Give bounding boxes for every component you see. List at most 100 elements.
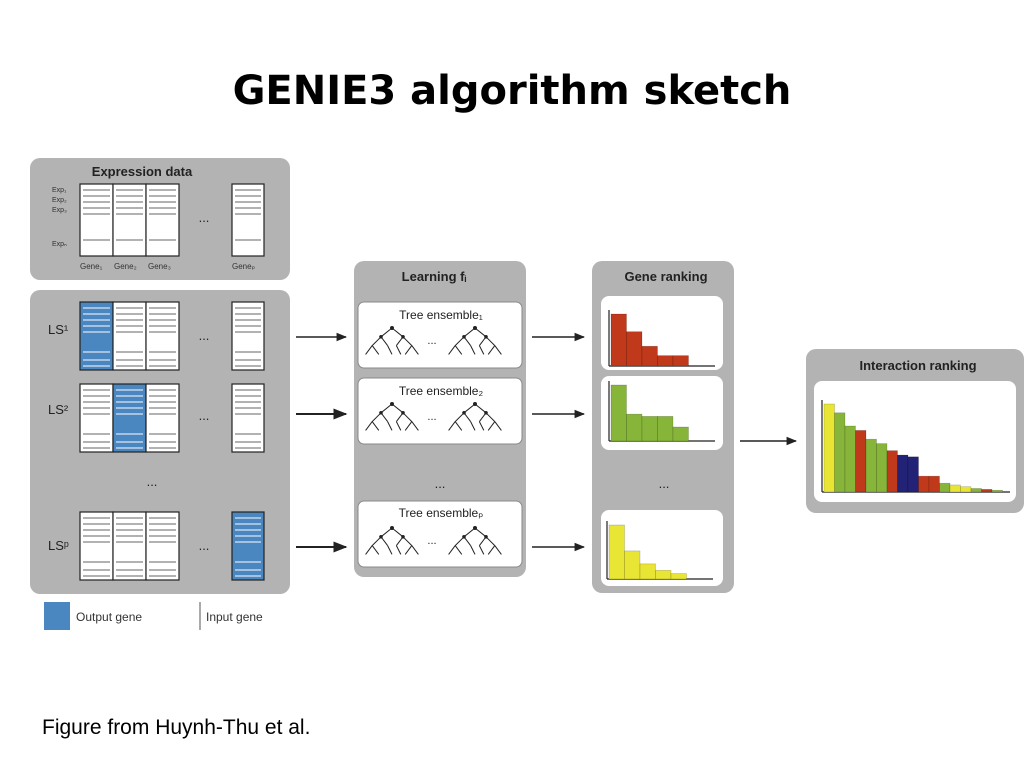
tree-branch bbox=[395, 421, 402, 431]
tree-branch bbox=[411, 345, 419, 355]
ls-inner-ellipsis-2: ... bbox=[199, 408, 210, 423]
col-label: Gene₂ bbox=[114, 262, 137, 271]
tree-ensembles bbox=[357, 301, 523, 568]
bar bbox=[939, 482, 951, 493]
tree-branch bbox=[402, 336, 413, 346]
tree-branch bbox=[395, 345, 402, 355]
tree-node bbox=[401, 535, 405, 539]
tree-branch bbox=[380, 336, 389, 346]
ls-matrices bbox=[79, 301, 265, 581]
tree-branch bbox=[494, 345, 502, 355]
bar bbox=[844, 425, 856, 493]
matrix-column bbox=[145, 301, 180, 371]
tree-branch bbox=[411, 421, 419, 431]
tree-branch bbox=[448, 545, 456, 555]
tree-branch bbox=[371, 421, 380, 431]
tree-branch bbox=[395, 412, 404, 422]
bar bbox=[641, 345, 658, 367]
col-label: Gene₁ bbox=[80, 262, 103, 271]
bar bbox=[960, 486, 972, 493]
ls-label-2: LS² bbox=[48, 402, 69, 417]
bar bbox=[897, 454, 909, 493]
expression-row-labels: Exp₁ Exp₂ Exp₃ Expₙ bbox=[52, 187, 67, 248]
tree-node bbox=[473, 326, 477, 330]
tree-node bbox=[484, 535, 488, 539]
tree-branch bbox=[387, 545, 393, 555]
learning-title: Learning fᵢ bbox=[402, 269, 467, 284]
expression-data-title: Expression data bbox=[92, 164, 193, 179]
ls-inner-ellipsis-1: ... bbox=[199, 328, 210, 343]
bar bbox=[626, 413, 643, 442]
bar bbox=[672, 426, 689, 442]
matrix-column bbox=[231, 383, 265, 453]
matrix-column bbox=[145, 511, 180, 581]
gene-ranking-panel: Gene ranking ... bbox=[592, 261, 734, 593]
tree-branch bbox=[448, 421, 456, 431]
tree-branch bbox=[454, 345, 463, 355]
bar bbox=[991, 489, 1003, 493]
tree-branch bbox=[470, 421, 476, 431]
ls-label-p: LSᵖ bbox=[48, 538, 69, 553]
tree-node bbox=[462, 335, 466, 339]
tree-branch bbox=[380, 536, 389, 546]
tree-branch bbox=[478, 421, 485, 431]
tree-branch bbox=[391, 527, 404, 538]
tree-node bbox=[390, 326, 394, 330]
tree-branch bbox=[371, 336, 382, 346]
tree-branch bbox=[395, 545, 402, 555]
tree-branch bbox=[365, 345, 373, 355]
tree-branch bbox=[474, 527, 487, 538]
matrix-column bbox=[112, 511, 147, 581]
tree-node bbox=[484, 411, 488, 415]
tree-branch bbox=[474, 327, 487, 338]
matrix-column bbox=[231, 301, 265, 371]
gene-ranking-title: Gene ranking bbox=[624, 269, 707, 284]
matrix-column bbox=[79, 511, 114, 581]
bar bbox=[918, 475, 930, 493]
tree-branch bbox=[365, 421, 373, 431]
ensemble-p-label: Tree ensembleₚ bbox=[399, 506, 484, 520]
tree-node bbox=[462, 535, 466, 539]
gene-ranking-ellipsis: ... bbox=[659, 476, 670, 491]
tree-branch bbox=[411, 545, 419, 555]
learning-panel: Learning fᵢ Tree ensemble₁ Tree ensemble… bbox=[354, 261, 526, 577]
learning-vertical-ellipsis: ... bbox=[435, 476, 446, 491]
ls-vertical-ellipsis: ... bbox=[147, 474, 158, 489]
tree-branch bbox=[454, 545, 463, 555]
output-gene-label: Output gene bbox=[76, 610, 142, 624]
tree-node bbox=[390, 526, 394, 530]
tree-node bbox=[462, 411, 466, 415]
tree-branch bbox=[365, 545, 373, 555]
learning-sets-panel: LS¹ LS² LSᵖ ... ... ... ... bbox=[30, 290, 290, 594]
col-label: Gene₃ bbox=[148, 262, 171, 271]
row-label: Exp₃ bbox=[52, 207, 67, 214]
expression-col-labels: Gene₁ Gene₂ Gene₃ Geneₚ bbox=[80, 262, 255, 271]
tree-branch bbox=[485, 336, 496, 346]
bar bbox=[834, 412, 846, 493]
tree-branch bbox=[487, 545, 496, 555]
figure-caption: Figure from Huynh-Thu et al. bbox=[42, 716, 311, 739]
row-label: Exp₁ bbox=[52, 187, 67, 194]
bar bbox=[823, 403, 835, 493]
tree-branch bbox=[402, 412, 413, 422]
bar bbox=[641, 416, 658, 442]
bar bbox=[639, 563, 656, 580]
tree-branch bbox=[454, 536, 465, 546]
tree-branch bbox=[371, 545, 380, 555]
bar bbox=[657, 416, 674, 442]
tree-branch bbox=[487, 345, 496, 355]
tree-branch bbox=[454, 412, 465, 422]
tree-branch bbox=[391, 403, 404, 414]
row-label: Expₙ bbox=[52, 241, 67, 248]
matrix-column bbox=[145, 183, 180, 257]
matrix-column bbox=[112, 183, 147, 257]
tree-ellipsis-2: ... bbox=[427, 411, 436, 423]
tree-branch bbox=[463, 536, 472, 546]
bar bbox=[657, 355, 674, 367]
tree-branch bbox=[478, 345, 485, 355]
bar bbox=[907, 456, 919, 493]
bar bbox=[886, 450, 898, 493]
bar bbox=[928, 475, 940, 493]
expression-data-panel: Expression data Exp₁ Exp₂ Exp₃ Expₙ ... … bbox=[30, 158, 290, 280]
tree-branch bbox=[371, 412, 382, 422]
